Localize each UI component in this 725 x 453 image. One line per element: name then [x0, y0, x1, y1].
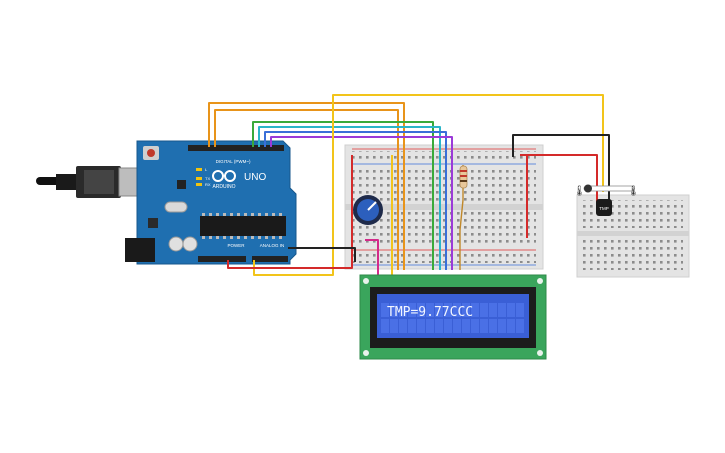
analog-header[interactable] [252, 256, 288, 262]
wire-yellow-1 [253, 94, 604, 276]
l-led-label: L [205, 167, 208, 172]
lcd-char-cell [408, 303, 416, 317]
lcd-char-cell [471, 319, 479, 333]
resistor[interactable] [459, 165, 468, 189]
digital-header[interactable] [188, 145, 284, 151]
lcd-char-cell [390, 319, 398, 333]
lcd-char-cell [453, 319, 461, 333]
tx-led-label: TX [205, 176, 210, 181]
lcd-char-cell [480, 319, 488, 333]
lcd-char-cell [489, 319, 497, 333]
lcd-char-cell [498, 303, 506, 317]
arduino-brand: ARDUINO [212, 184, 235, 190]
lcd-char-cell [417, 319, 425, 333]
potentiometer[interactable] [353, 195, 383, 225]
lcd-char-cell [399, 303, 407, 317]
capacitor-1 [168, 236, 184, 252]
thermometer-high-icon: 🌡 [627, 185, 640, 197]
power-header-label: POWER [227, 243, 245, 248]
lcd-char-cell [507, 303, 515, 317]
lcd-char-cell [426, 303, 434, 317]
lcd-char-cell [444, 303, 452, 317]
wire-orange-2 [214, 109, 399, 270]
lcd-char-cell [498, 319, 506, 333]
lcd-char-cell [462, 319, 470, 333]
arduino-uno-board[interactable]: DIGITAL (PWM~) L TX RX ARDUINO UNO POWER… [125, 140, 297, 265]
mini-breadboard[interactable] [576, 194, 690, 278]
lcd-char-cell [462, 303, 470, 317]
arduino-logo-icon [212, 170, 236, 182]
wire-orange-1 [208, 102, 405, 270]
lcd-char-cell [417, 303, 425, 317]
lcd-char-cell [507, 319, 515, 333]
lcd-char-cell [381, 303, 389, 317]
wire-green [252, 121, 434, 270]
lcd-char-cell [516, 319, 524, 333]
lcd-16x2[interactable]: TMP=9.77CCC [359, 274, 547, 360]
lcd-char-cell [453, 303, 461, 317]
lcd-char-cell [390, 303, 398, 317]
thermometer-low-icon: 🌡 [573, 185, 586, 197]
lcd-char-cell [426, 319, 434, 333]
wire-magenta [365, 239, 379, 280]
wires[interactable] [208, 94, 610, 283]
sensor-label: TMP [599, 206, 609, 211]
crystal-oscillator [164, 201, 188, 213]
main-breadboard[interactable] [344, 144, 544, 270]
wire-cyan [258, 126, 441, 270]
lcd-line-1: TMP=9.77CCC [387, 305, 473, 320]
capacitor-2 [182, 236, 198, 252]
wire-black-ground [288, 247, 356, 262]
lcd-char-cell [381, 319, 389, 333]
power-header[interactable] [198, 256, 246, 262]
lcd-char-cell [489, 303, 497, 317]
lcd-char-cell [408, 319, 416, 333]
wire-red-power [227, 155, 353, 269]
rx-led-label: RX [205, 182, 211, 187]
lcd-char-cell [444, 319, 452, 333]
analog-header-label: ANALOG IN [260, 243, 285, 248]
slider-knob[interactable] [584, 184, 592, 193]
atmega-chip [200, 216, 286, 236]
digital-header-label: DIGITAL (PWM~) [216, 159, 251, 164]
lcd-char-cell [399, 319, 407, 333]
lcd-char-cell [516, 303, 524, 317]
dc-power-jack [125, 238, 155, 262]
lcd-char-cell [471, 303, 479, 317]
arduino-model: UNO [244, 172, 266, 183]
lcd-char-cell [480, 303, 488, 317]
wire-purple [270, 136, 453, 270]
temperature-sensor[interactable]: TMP [596, 199, 612, 216]
lcd-char-cell [435, 303, 443, 317]
lcd-char-cell [435, 319, 443, 333]
temperature-slider[interactable]: 🌡 🌡 [573, 184, 640, 198]
wire-blue [264, 131, 447, 270]
wire-black-sensor [512, 134, 610, 202]
